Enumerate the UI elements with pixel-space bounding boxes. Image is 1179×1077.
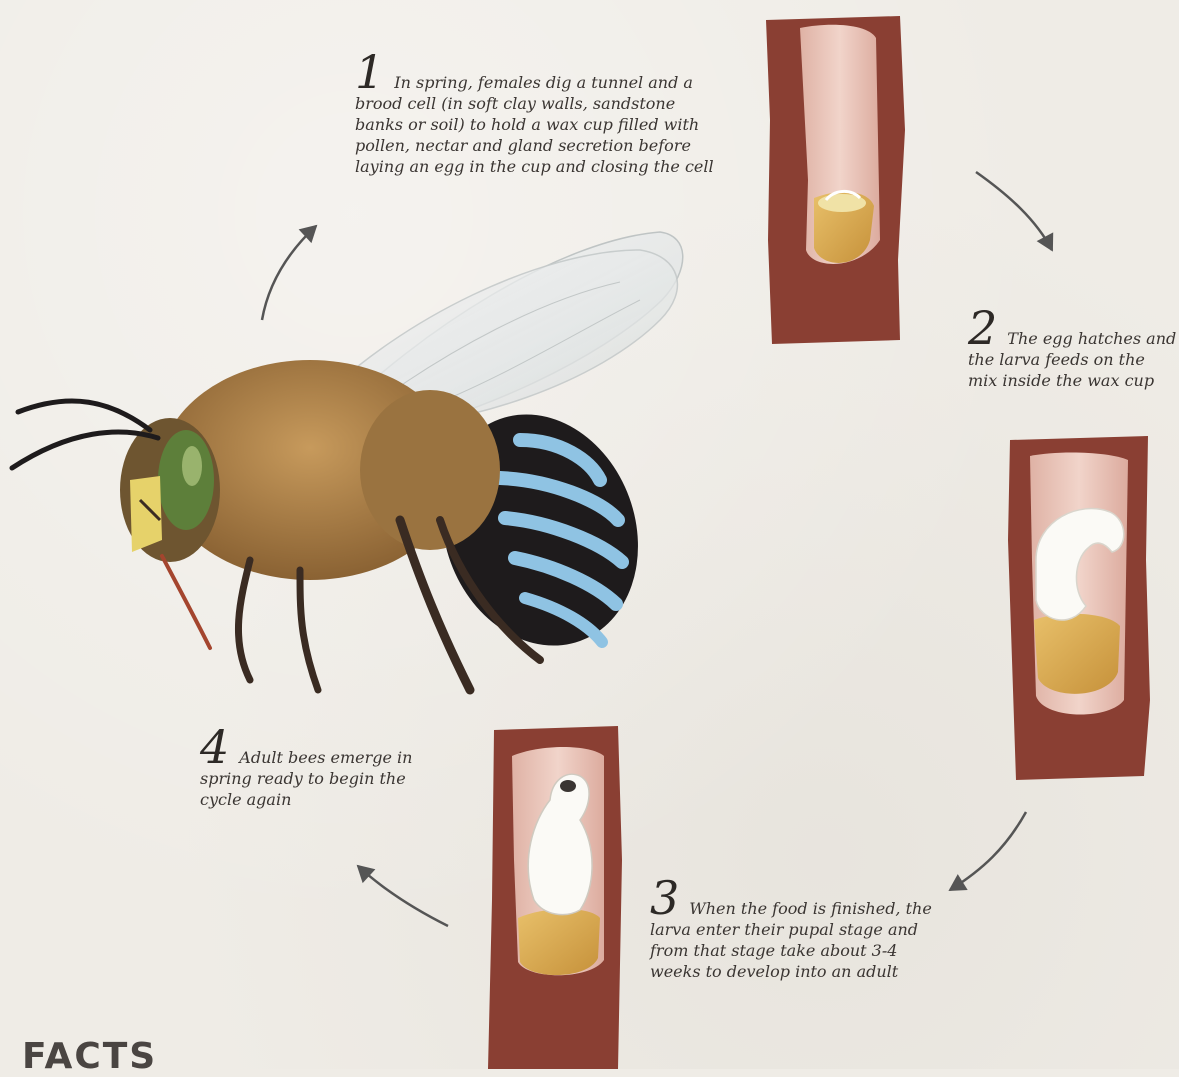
- step-1-caption: 1In spring, females dig a tunnel and a b…: [355, 52, 727, 177]
- step-3-text: When the food is finished, the larva ent…: [650, 899, 932, 981]
- step-2-text: The egg hatches and the larva feeds on t…: [968, 329, 1176, 390]
- burrow-larva-stage: [1008, 436, 1150, 780]
- burrow-egg-stage: [766, 16, 905, 344]
- arrow-step1-to-step2: [976, 172, 1052, 250]
- step-1-text: In spring, females dig a tunnel and a br…: [355, 73, 714, 176]
- step-3-caption: 3When the food is finished, the larva en…: [650, 878, 940, 982]
- blue-banded-bee: [12, 232, 683, 690]
- step-3-number: 3: [650, 871, 679, 925]
- arrow-step2-to-step3: [950, 812, 1026, 890]
- step-2-number: 2: [968, 301, 997, 355]
- arrow-step3-to-step4: [358, 866, 448, 926]
- step-4-caption: 4Adult bees emerge in spring ready to be…: [200, 727, 435, 810]
- facts-heading: FACTS: [22, 1036, 157, 1077]
- step-4-number: 4: [200, 720, 229, 774]
- step-4-text: Adult bees emerge in spring ready to beg…: [200, 748, 412, 809]
- burrow-pupa-stage: [488, 726, 622, 1069]
- step-1-number: 1: [355, 45, 384, 99]
- step-2-caption: 2The egg hatches and the larva feeds on …: [968, 308, 1178, 391]
- arrow-step4-to-step1: [262, 226, 316, 320]
